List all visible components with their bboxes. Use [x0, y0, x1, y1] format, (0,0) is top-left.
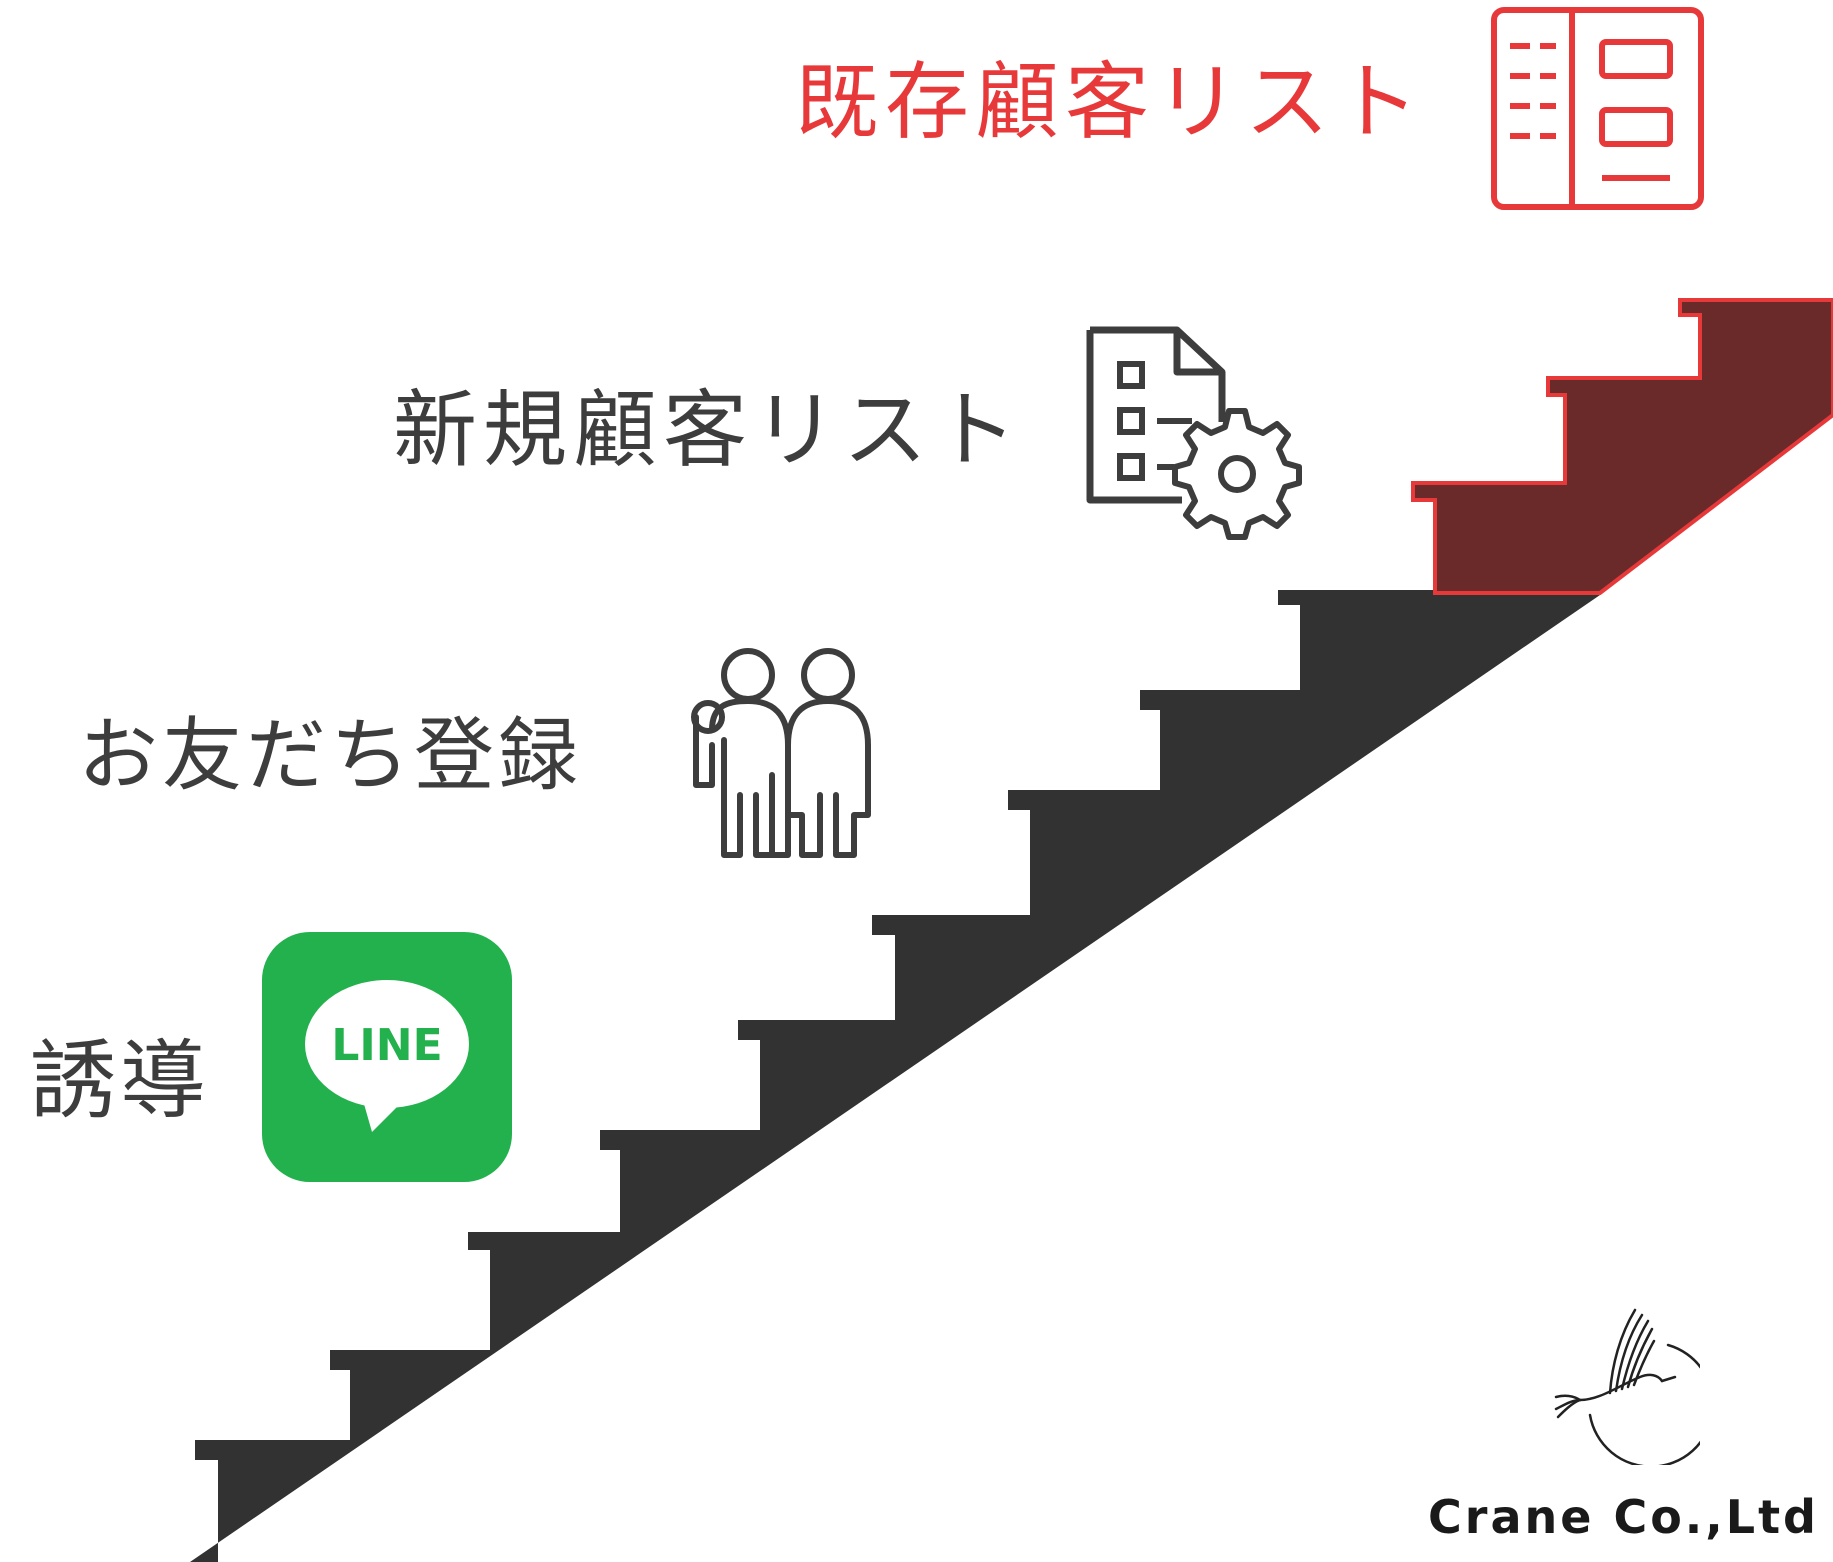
company-name: Crane Co.,Ltd: [1428, 1490, 1819, 1544]
client-list-icon: [1491, 7, 1704, 210]
step-label-existing-clients: 既存顧客リスト: [795, 53, 1426, 151]
line-app-icon: LINE: [262, 932, 512, 1182]
document-gear-icon: [1086, 326, 1302, 540]
stairs-highlight: [1411, 298, 1833, 595]
step-label-new-clients: 新規顧客リスト: [393, 381, 1024, 479]
line-icon-text: LINE: [331, 1020, 442, 1071]
stairs-dark: [190, 590, 1600, 1562]
step-label-friend-registration: お友だち登録: [78, 709, 582, 802]
crane-bird-icon: [1554, 1308, 1700, 1465]
people-icon: [691, 648, 871, 858]
step-label-guidance: 誘導: [30, 1031, 210, 1131]
